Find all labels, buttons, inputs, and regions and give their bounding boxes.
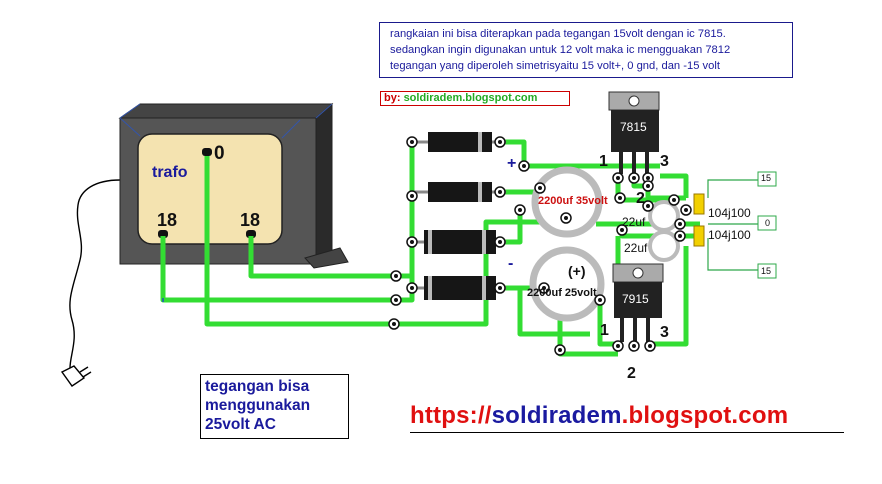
circuit-note: rangkaian ini bisa diterapkan pada tegan… <box>379 22 793 78</box>
capacitor-2200uf-top <box>531 166 603 238</box>
solder-pad <box>614 192 626 204</box>
note-line: rangkaian ini bisa diterapkan pada tegan… <box>390 28 726 40</box>
credit-url: soldiradem.blogspot.com <box>403 92 538 104</box>
regulator-bottom-pin1: 1 <box>600 322 609 339</box>
solder-pad <box>406 236 418 248</box>
film-capacitor-bottom <box>693 225 705 247</box>
tap-left-label: 18 <box>157 210 178 230</box>
solder-pad <box>680 204 692 216</box>
solder-pad <box>628 172 640 184</box>
solder-pad <box>390 270 402 282</box>
site-url-prefix: https:// <box>410 402 492 429</box>
transformer-label: trafo <box>152 164 188 181</box>
capacitor-22uf-bottom <box>648 230 680 262</box>
diode-1 <box>414 132 506 152</box>
solder-pad <box>642 180 654 192</box>
ac-note-line: tegangan bisa <box>205 378 310 395</box>
credit-by: by: <box>384 92 401 104</box>
diode-3 <box>414 230 506 254</box>
solder-pad <box>538 282 550 294</box>
diode-plus-mark: + <box>507 155 517 172</box>
capacitor-small-top-label: 22uf <box>622 215 646 229</box>
site-url[interactable]: https://soldiradem.blogspot.com <box>410 402 788 430</box>
solder-pad <box>406 190 418 202</box>
regulator-7815 <box>608 91 660 174</box>
output-terminal-bottom <box>757 263 777 279</box>
solder-pad <box>494 236 506 248</box>
regulator-bottom-part: 7915 <box>622 292 649 306</box>
site-url-suffix: .blogspot.com <box>621 402 789 429</box>
solder-pad <box>390 294 402 306</box>
solder-pad <box>388 318 400 330</box>
solder-pad <box>534 182 546 194</box>
capacitor-2200uf-bottom <box>529 246 605 322</box>
capacitor-bottom-plus: (+) <box>568 263 586 279</box>
solder-pad <box>642 200 654 212</box>
output-traces <box>707 179 758 271</box>
solder-pad <box>612 172 624 184</box>
transformer <box>118 102 349 269</box>
ac-voltage-note: tegangan bisa menggunakan 25volt AC <box>200 374 349 439</box>
solder-pad <box>518 160 530 172</box>
solder-pad <box>594 294 606 306</box>
solder-pad <box>494 282 506 294</box>
power-cord <box>69 179 121 369</box>
tap-center-label: 0 <box>214 143 225 164</box>
solder-pad <box>514 204 526 216</box>
diode-2 <box>414 182 506 202</box>
solder-pad <box>494 186 506 198</box>
output-top-label: 15 <box>761 173 772 183</box>
regulator-bottom-pin3: 3 <box>660 324 669 341</box>
output-mid-label: 0 <box>765 218 771 228</box>
regulator-top-pin3: 3 <box>660 153 669 170</box>
ac-note-line: menggunakan <box>205 397 311 414</box>
regulator-bottom-pin2: 2 <box>627 365 636 382</box>
solder-pad <box>674 230 686 242</box>
regulator-top-pin1: 1 <box>599 153 608 170</box>
output-terminal-mid <box>757 215 777 231</box>
output-terminal-top <box>757 171 777 187</box>
capacitor-small-bottom-label: 22uf <box>624 241 648 255</box>
credit-box: by: soldiradem.blogspot.com <box>380 91 570 106</box>
regulator-top-part: 7815 <box>620 120 647 134</box>
plug-icon <box>60 365 92 387</box>
diode-4 <box>414 276 506 300</box>
solder-pad <box>560 212 572 224</box>
ac-note-line: 25volt AC <box>205 416 276 433</box>
film-capacitor-top <box>693 193 705 215</box>
film-capacitor-bottom-label: 104j100 <box>708 228 751 242</box>
solder-pad <box>616 224 628 236</box>
film-capacitor-top-label: 104j100 <box>708 206 751 220</box>
regulator-7915 <box>612 263 664 342</box>
capacitor-22uf-top <box>648 200 680 232</box>
solder-pad <box>406 282 418 294</box>
site-url-name: soldiradem <box>491 402 622 429</box>
solder-pad <box>644 340 656 352</box>
solder-pad <box>612 340 624 352</box>
note-line: sedangkan ingin digunakan untuk 12 volt … <box>390 44 731 56</box>
solder-pad <box>406 136 418 148</box>
url-underline <box>410 432 844 433</box>
output-bottom-label: 15 <box>761 266 772 276</box>
diode-minus-mark: - <box>508 255 514 272</box>
solder-pad <box>674 218 686 230</box>
solder-pad <box>554 344 566 356</box>
regulator-top-pin2: 2 <box>636 190 645 207</box>
capacitor-top-label: 2200uf 35volt <box>538 195 608 207</box>
capacitor-bottom-label: 2200uf 25volt <box>527 287 597 299</box>
note-line: tegangan yang diperoleh simetrisyaitu 15… <box>390 60 720 72</box>
tap-right-label: 18 <box>240 210 261 230</box>
solder-pad <box>668 194 680 206</box>
solder-pad <box>628 340 640 352</box>
solder-pad <box>494 136 506 148</box>
